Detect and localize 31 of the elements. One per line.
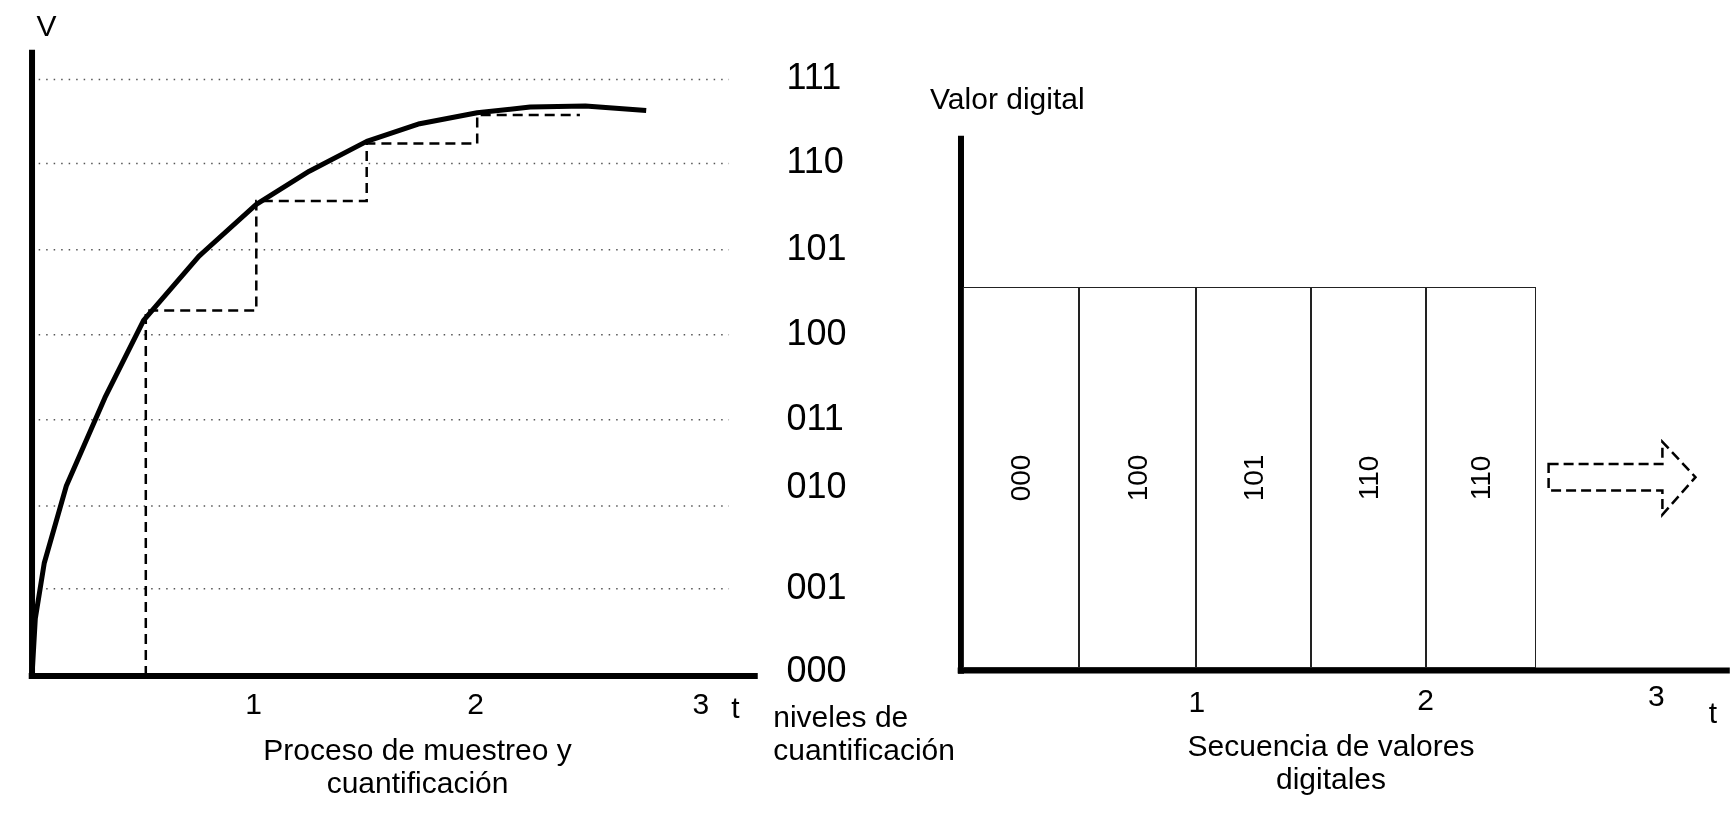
axis-label: t <box>731 691 740 725</box>
axis-title: niveles de cuantificación <box>773 700 956 767</box>
level-label: 100 <box>786 312 847 353</box>
level-label: 101 <box>786 227 847 268</box>
axis-label: t <box>1708 695 1718 729</box>
axis-label: V <box>36 8 57 42</box>
binary-value: 110 <box>1465 455 1498 501</box>
tick-label: 3 <box>692 687 710 721</box>
level-label: 110 <box>786 141 844 181</box>
tick-label: 1 <box>245 687 262 721</box>
tick-label: 2 <box>1417 682 1434 716</box>
chart-caption: Proceso de muestreo y cuantificación <box>262 733 573 800</box>
value-box <box>963 287 1080 669</box>
chart-caption: Secuencia de valores digitales <box>1186 729 1476 795</box>
binary-value: 101 <box>1237 454 1270 502</box>
level-label: 011 <box>786 397 844 438</box>
level-label: 010 <box>786 466 847 506</box>
value-box <box>1426 287 1537 669</box>
binary-value: 100 <box>1121 454 1154 502</box>
level-label: 000 <box>786 649 847 690</box>
level-label: 001 <box>786 566 847 607</box>
axis-label: Valor digital <box>930 81 1085 115</box>
tick-label: 2 <box>467 687 484 721</box>
tick-label: 3 <box>1648 679 1665 713</box>
value-box <box>1079 287 1197 669</box>
binary-value: 000 <box>1005 454 1038 502</box>
value-box <box>1311 287 1426 669</box>
tick-label: 1 <box>1188 684 1206 718</box>
binary-value: 110 <box>1352 455 1385 501</box>
level-label: 111 <box>786 57 842 98</box>
value-box <box>1196 287 1312 669</box>
